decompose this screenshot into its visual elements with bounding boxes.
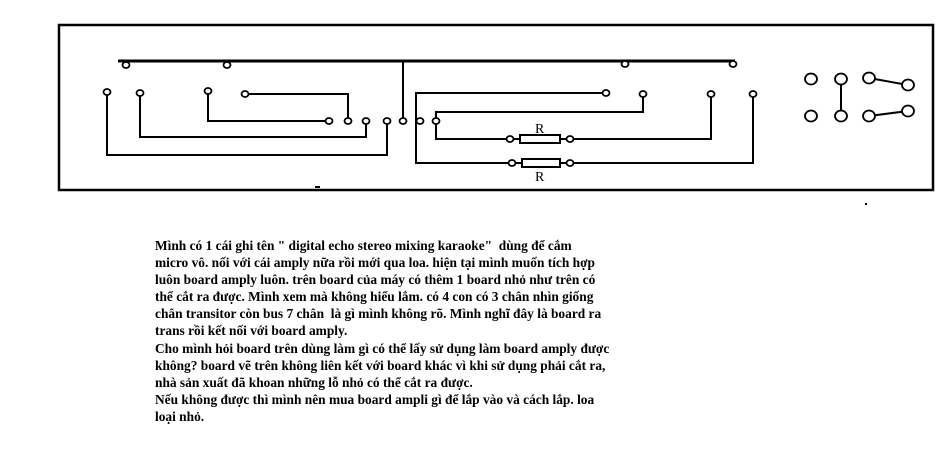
- trace: [435, 121, 510, 140]
- resistor-1: [519, 134, 561, 144]
- post-line: luôn board amply luôn. trên board của má…: [155, 272, 596, 288]
- post-line: không? board vẽ trên không liên kết với …: [155, 357, 606, 373]
- trace: [570, 94, 754, 164]
- pads: [102, 60, 758, 167]
- post-line: chân transitor còn bus 7 chân là gì mình…: [155, 306, 602, 322]
- post-line: Mình có 1 cái ghi tên " digital echo ste…: [155, 238, 572, 253]
- post-line: micro vô. nối với cái amply nữa rồi mới …: [155, 255, 595, 271]
- resistor-2: [521, 158, 561, 168]
- post-line: Cho mình hỏi board trên dùng làm gì có t…: [155, 340, 610, 356]
- board-outline: [57, 23, 935, 192]
- trace: [139, 92, 367, 138]
- large-pads: [804, 71, 915, 123]
- post-line: trans rồi kết nối với board amply.: [155, 323, 348, 339]
- post-line: loại nhỏ.: [155, 408, 205, 424]
- resistor-label: R: [535, 122, 545, 137]
- post-line: nhà sản xuất đã khoan những lỗ nhỏ có th…: [155, 374, 473, 390]
- trace: [207, 92, 329, 122]
- post-line: Nếu không được thì mình nên mua board am…: [155, 391, 595, 407]
- resistor-label: R: [535, 170, 545, 185]
- post-line: thể cắt ra được. Mình xem mà không hiểu …: [155, 289, 594, 305]
- post-text: Mình có 1 cái ghi tên " digital echo ste…: [155, 237, 609, 425]
- trace: [106, 92, 388, 156]
- trace: [435, 94, 644, 121]
- trace: [245, 93, 349, 121]
- trace: [570, 94, 712, 140]
- trace: [415, 92, 606, 164]
